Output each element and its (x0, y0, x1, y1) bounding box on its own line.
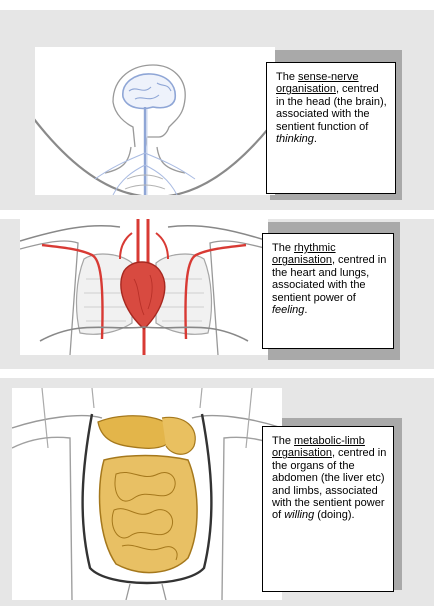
caption-text: The (272, 435, 294, 447)
caption-quality: feeling (272, 304, 304, 316)
caption-text: The (272, 242, 294, 254)
caption-text: . (304, 304, 307, 316)
caption-quality: willing (284, 509, 314, 521)
head-nerve-illustration (35, 47, 275, 195)
heart-lungs-illustration (20, 219, 268, 355)
abdomen-limbs-illustration (12, 388, 282, 600)
caption-quality: thinking (276, 133, 314, 145)
caption-text: The (276, 71, 298, 83)
caption-text: (doing). (314, 509, 354, 521)
caption-rhythmic: The rhythmic organisation, centred in th… (262, 233, 394, 349)
caption-text: . (314, 133, 317, 145)
caption-sense-nerve: The sense-nerve organisation, centred in… (266, 62, 396, 194)
caption-metabolic-limb: The metabolic-limb organisation, centred… (262, 426, 394, 592)
